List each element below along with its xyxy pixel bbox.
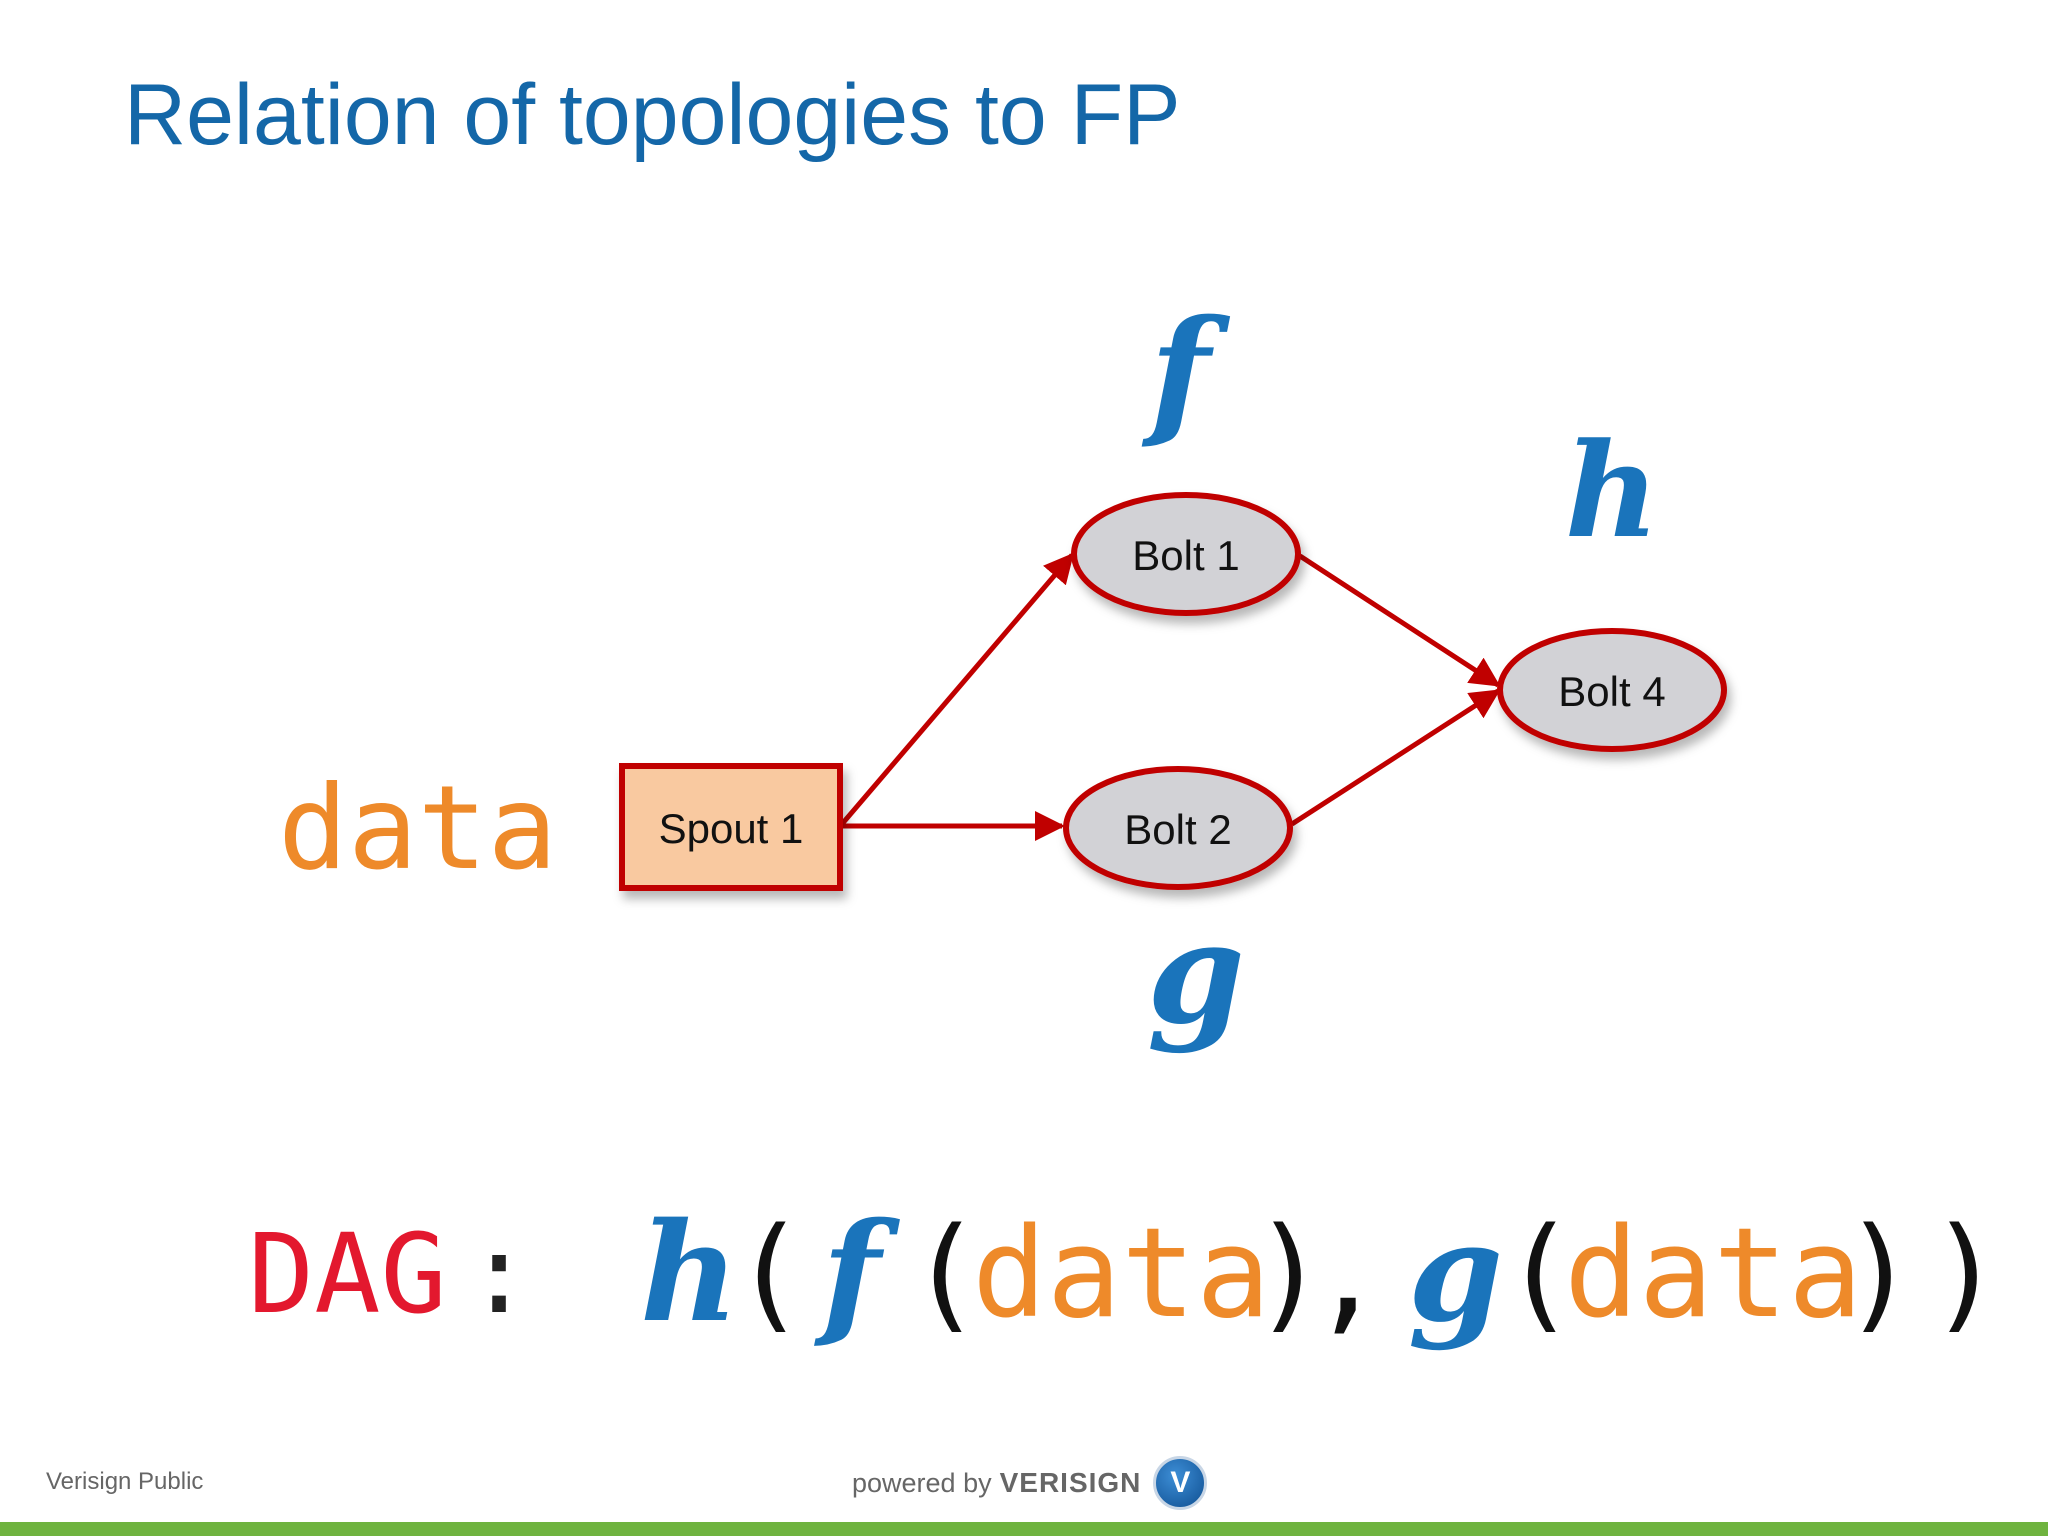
formula-comma: , bbox=[1310, 1202, 1385, 1346]
powered-by-text: powered by bbox=[852, 1467, 992, 1498]
data-source-label: data bbox=[278, 761, 557, 896]
formula-data-arg-2: data bbox=[1564, 1202, 1863, 1346]
powered-by-logo: powered by VERISIGN V bbox=[852, 1456, 1208, 1510]
formula-f: f bbox=[814, 1193, 900, 1353]
footer-green-bar bbox=[0, 1522, 2048, 1536]
bolt-4-node: Bolt 4 bbox=[1497, 628, 1727, 752]
function-f-label: f bbox=[1141, 290, 1231, 454]
edge-spout1-bolt1 bbox=[840, 552, 1074, 826]
footer-classification: Verisign Public bbox=[46, 1468, 204, 1495]
dag-formula: DAG : h ( f ( data ) , g ( data ) ) bbox=[248, 1193, 2003, 1353]
bolt-4-label: Bolt 4 bbox=[1558, 668, 1665, 715]
formula-close-paren-h: ) bbox=[1928, 1202, 2003, 1346]
formula-data-arg-1: data bbox=[972, 1202, 1271, 1346]
formula-colon: : bbox=[466, 1210, 532, 1338]
formula-open-paren-h: ( bbox=[732, 1202, 807, 1346]
edge-bolt2-bolt4 bbox=[1290, 688, 1501, 827]
formula-h: h bbox=[640, 1193, 739, 1353]
formula-open-paren-f: ( bbox=[908, 1202, 983, 1346]
bolt-2-node: Bolt 2 bbox=[1063, 766, 1293, 890]
formula-close-paren-g: ) bbox=[1842, 1202, 1917, 1346]
edge-bolt1-bolt4 bbox=[1298, 553, 1501, 688]
bolt-1-node: Bolt 1 bbox=[1071, 492, 1301, 616]
formula-dag-prefix: DAG bbox=[248, 1210, 447, 1338]
spout-1-label: Spout 1 bbox=[659, 805, 804, 852]
function-g-label: g bbox=[1147, 892, 1245, 1056]
verisign-check-icon: V bbox=[1153, 1456, 1208, 1510]
function-h-label: h bbox=[1565, 414, 1660, 567]
bolt-1-label: Bolt 1 bbox=[1132, 532, 1239, 579]
formula-g: g bbox=[1408, 1193, 1503, 1353]
slide-title: Relation of topologies to FP bbox=[124, 67, 1181, 163]
formula-close-paren-f: ) bbox=[1252, 1202, 1327, 1346]
spout-1-node: Spout 1 bbox=[619, 763, 843, 891]
brand-mark: V bbox=[1170, 1466, 1191, 1499]
brand-name: VERISIGN bbox=[999, 1467, 1142, 1498]
bolt-2-label: Bolt 2 bbox=[1124, 806, 1231, 853]
formula-open-paren-g: ( bbox=[1502, 1202, 1577, 1346]
